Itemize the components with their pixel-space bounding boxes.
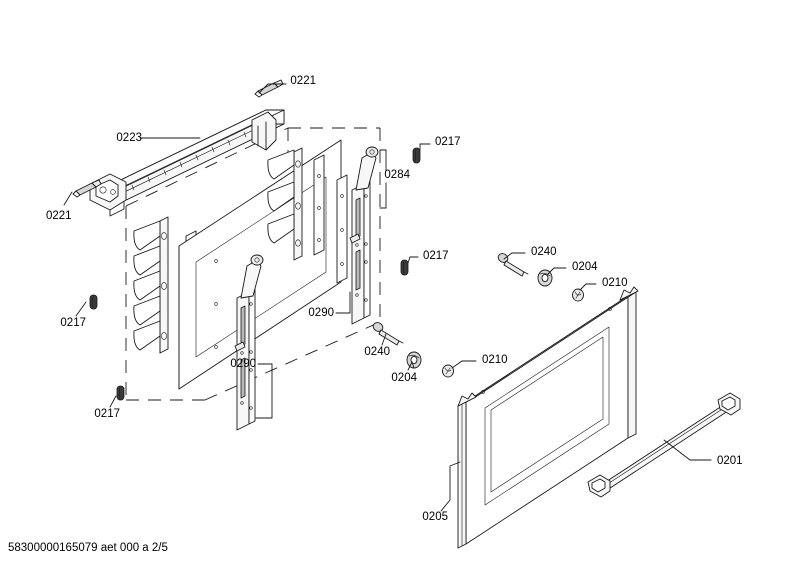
footer: 58300000165079 aet 000 a 2/5	[8, 542, 168, 554]
part-heat-deflector-fins-left	[133, 216, 169, 354]
label-0223: 0223	[116, 132, 142, 144]
part-mounting-strip-center	[313, 154, 325, 256]
label-0284: 0284	[384, 169, 410, 181]
part-0210-screw-b	[442, 364, 454, 378]
part-0223-upper-trim-rail	[89, 109, 285, 217]
label-0217-left-upper: 0217	[60, 317, 86, 329]
assembly-envelope-dashed-box	[125, 127, 381, 401]
label-0217-mid: 0217	[423, 250, 449, 262]
part-0204-washer-upper	[537, 269, 553, 287]
part-0217-seal-bush-1	[412, 147, 421, 164]
label-0204-lower: 0204	[391, 372, 417, 384]
part-0290-hinge-rail-right	[349, 146, 379, 325]
part-0240-hinge-screw-upper	[497, 253, 529, 277]
label-0240-upper: 0240	[531, 246, 557, 258]
label-0240-lower: 0240	[364, 346, 390, 358]
label-0204-upper: 0204	[572, 261, 598, 273]
label-0210-lower: 0210	[482, 354, 508, 366]
leader-lines	[63, 83, 712, 512]
footer-document-code: 58300000165079 aet 000 a 2/5	[8, 542, 168, 554]
part-0221-handle-screw-top	[254, 79, 284, 98]
part-heat-deflector-fins-center	[267, 147, 303, 261]
part-0221-handle-screw-bottom	[72, 179, 102, 198]
part-0204-washer-lower	[406, 351, 422, 369]
part-number-labels: 0221 0223 0221 0217 0284 0217 0240 0204 …	[46, 75, 743, 523]
label-0201: 0201	[717, 455, 743, 467]
label-0221-top: 0221	[290, 75, 316, 87]
label-0205: 0205	[422, 511, 448, 523]
label-0290-left: 0290	[230, 358, 256, 370]
part-0210-screw-a	[572, 288, 584, 302]
part-0217-seal-bush-2	[400, 259, 409, 276]
part-0205-outer-door-panel	[457, 286, 639, 549]
part-0290-hinge-rail-left	[234, 254, 264, 431]
part-0217-seal-bush-4	[116, 385, 125, 401]
part-mounting-strip-right	[336, 174, 348, 284]
label-0290-right: 0290	[308, 307, 334, 319]
part-0201-door-handle-bar	[587, 392, 741, 498]
label-0217-upper: 0217	[435, 136, 461, 148]
part-0217-seal-bush-3	[89, 294, 98, 310]
label-0217-left-lower: 0217	[94, 408, 120, 420]
part-0240-hinge-screw-lower	[372, 322, 404, 346]
label-0221-bottom: 0221	[46, 210, 72, 222]
label-0210-upper: 0210	[602, 277, 628, 289]
